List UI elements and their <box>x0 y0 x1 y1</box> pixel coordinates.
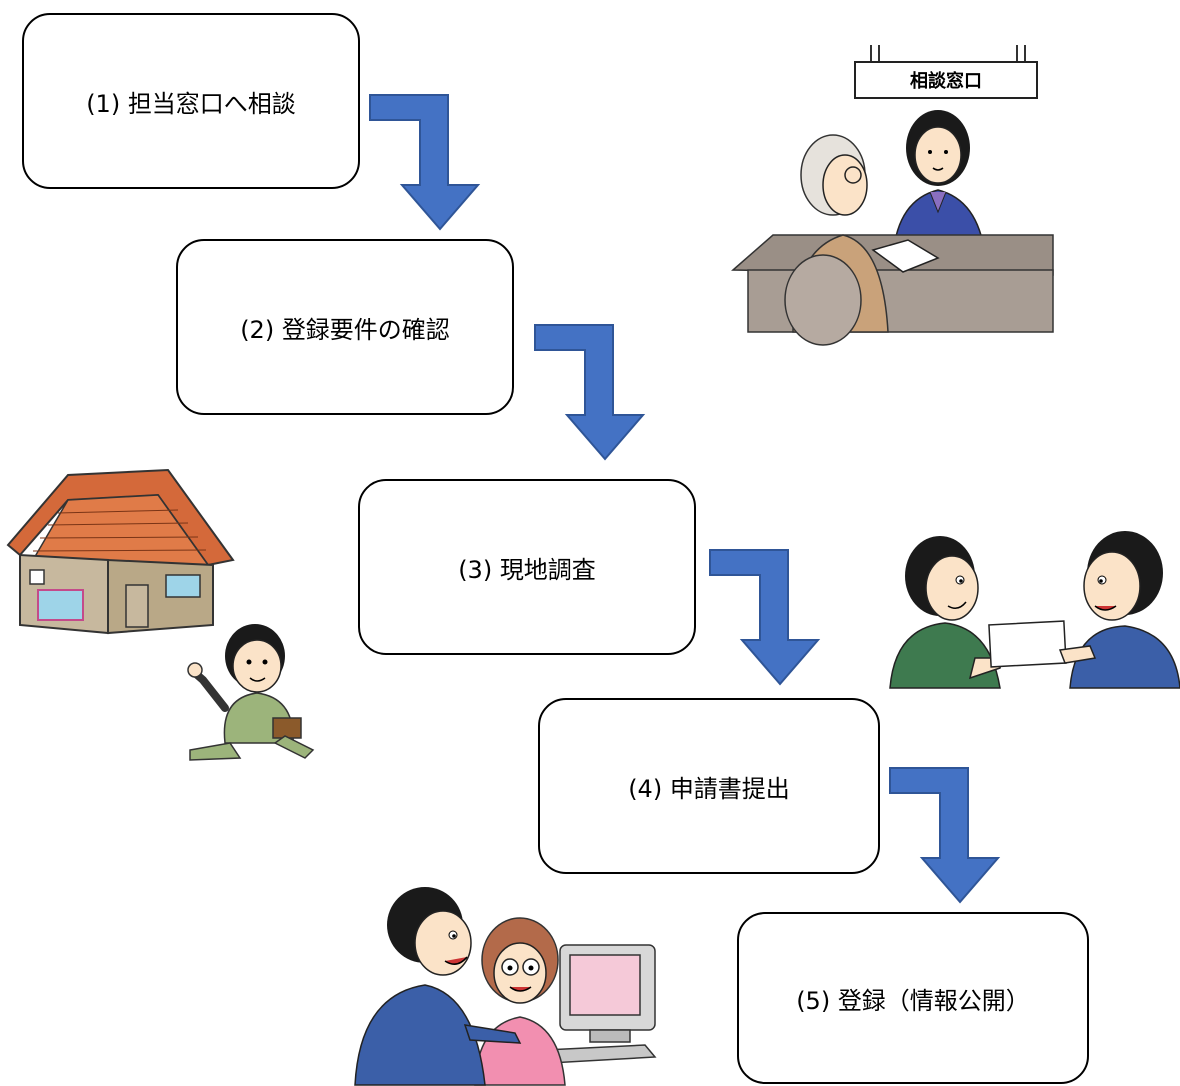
walking-businessman-icon <box>187 624 315 761</box>
consultation-counter-icon: 相談窓口 <box>731 45 1054 346</box>
flow-arrow-icon <box>369 94 481 231</box>
counter-sign-text: 相談窓口 <box>910 70 982 92</box>
document-handover-icon <box>889 531 1180 689</box>
step-3-box: (3) 現地調査 <box>358 479 696 655</box>
flow-arrow-icon <box>534 324 646 461</box>
flow-arrow-icon <box>709 549 821 686</box>
step-5-label: (5) 登録（情報公開） <box>796 986 1030 1015</box>
step-2-box: (2) 登録要件の確認 <box>176 239 514 415</box>
flow-arrow-icon <box>889 767 1001 904</box>
step-4-label: (4) 申請書提出 <box>628 774 790 803</box>
step-3-label: (3) 現地調査 <box>458 555 596 584</box>
computer-users-icon <box>354 887 657 1086</box>
step-4-box: (4) 申請書提出 <box>538 698 880 874</box>
house-icon <box>6 468 235 635</box>
step-1-label: (1) 担当窓口へ相談 <box>86 89 296 118</box>
step-5-box: (5) 登録（情報公開） <box>737 912 1089 1084</box>
step-1-box: (1) 担当窓口へ相談 <box>22 13 360 189</box>
step-2-label: (2) 登録要件の確認 <box>240 315 450 344</box>
